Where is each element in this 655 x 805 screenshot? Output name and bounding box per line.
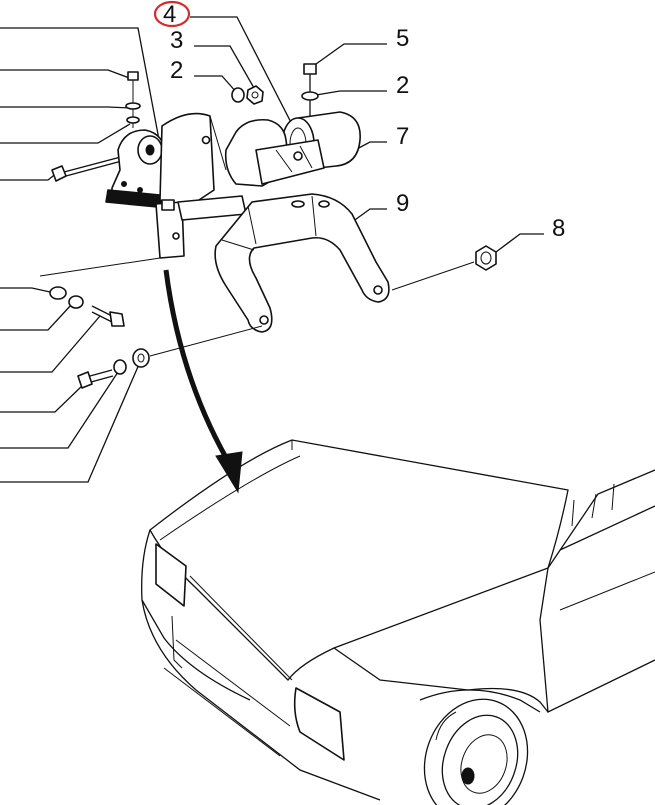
callout-5-group: 5 <box>315 25 409 65</box>
left-headlight <box>155 543 187 607</box>
wheel-arch <box>419 689 541 713</box>
callout-9-group: 9 <box>351 190 409 223</box>
callout-8-group: 8 <box>495 215 565 253</box>
leader-line-5 <box>0 171 59 181</box>
car-windshield <box>547 469 655 569</box>
nut-3 <box>246 85 264 105</box>
callout-4-group: 4 <box>153 0 301 141</box>
leader-line-7 <box>0 303 73 331</box>
callout-label-2-right: 2 <box>396 72 409 99</box>
callout-line-2-left <box>194 75 238 94</box>
car-hood <box>149 439 569 681</box>
leader-line-8 <box>0 315 101 373</box>
bolt-lower-2 <box>77 369 114 389</box>
upper-mount-assembly <box>209 63 361 187</box>
location-arrow <box>163 269 243 494</box>
nut-8 <box>475 245 497 271</box>
axis-line-lower <box>149 325 263 357</box>
leader-line-4 <box>0 123 131 144</box>
callout-label-5: 5 <box>396 25 409 52</box>
callout-line-5 <box>315 43 387 65</box>
left-leader-lines <box>0 27 161 483</box>
callout-label-3: 3 <box>170 27 183 54</box>
car-left-front <box>141 529 251 701</box>
leader-line-2 <box>0 69 133 80</box>
leader-line-11 <box>0 361 141 483</box>
washer-lower-4 <box>132 348 150 368</box>
callout-3-group: 3 <box>170 27 255 89</box>
top-bolt <box>125 71 141 128</box>
link-rod <box>209 115 227 171</box>
leader-line-10 <box>0 371 119 449</box>
front-wheel <box>423 698 529 805</box>
callout-2-left-group: 2 <box>170 57 238 94</box>
axis-line-8 <box>391 261 475 291</box>
leader-line-9 <box>0 383 85 413</box>
leader-line-3 <box>0 106 131 109</box>
callout-2-right-group: 2 <box>315 72 409 99</box>
axis-line-upper-left <box>39 257 161 277</box>
left-mount-assembly <box>51 71 247 259</box>
washer-lower-3 <box>113 359 127 375</box>
bolt-lower-1 <box>91 305 125 327</box>
callout-line-2-right <box>315 90 387 96</box>
callout-label-9: 9 <box>396 190 409 217</box>
callout-line-9 <box>351 208 387 223</box>
callout-label-7: 7 <box>396 123 409 150</box>
right-headlight <box>293 687 345 761</box>
callout-label-8: 8 <box>552 215 565 242</box>
highlight-circle <box>153 0 191 28</box>
engine-mount-4 <box>224 118 325 187</box>
callout-line-8 <box>495 233 544 253</box>
leader-line-6 <box>0 287 51 293</box>
washer-lower-1 <box>49 286 67 300</box>
washer-2-left <box>231 87 245 103</box>
car-fender <box>333 647 549 713</box>
callout-line-4 <box>190 16 301 141</box>
callout-label-2-left: 2 <box>170 57 183 84</box>
washer-2-right <box>301 91 319 101</box>
washer-lower-2 <box>68 295 84 309</box>
car-bumper <box>141 599 381 801</box>
leader-line-1 <box>0 27 161 146</box>
callout-label-4: 4 <box>163 1 176 28</box>
callout-line-3 <box>194 45 255 89</box>
lower-hardware <box>39 257 263 389</box>
car-front-outline <box>141 439 655 805</box>
car-grille <box>189 575 293 681</box>
support-bracket-9 <box>214 193 390 333</box>
bracket-plate <box>155 112 247 259</box>
